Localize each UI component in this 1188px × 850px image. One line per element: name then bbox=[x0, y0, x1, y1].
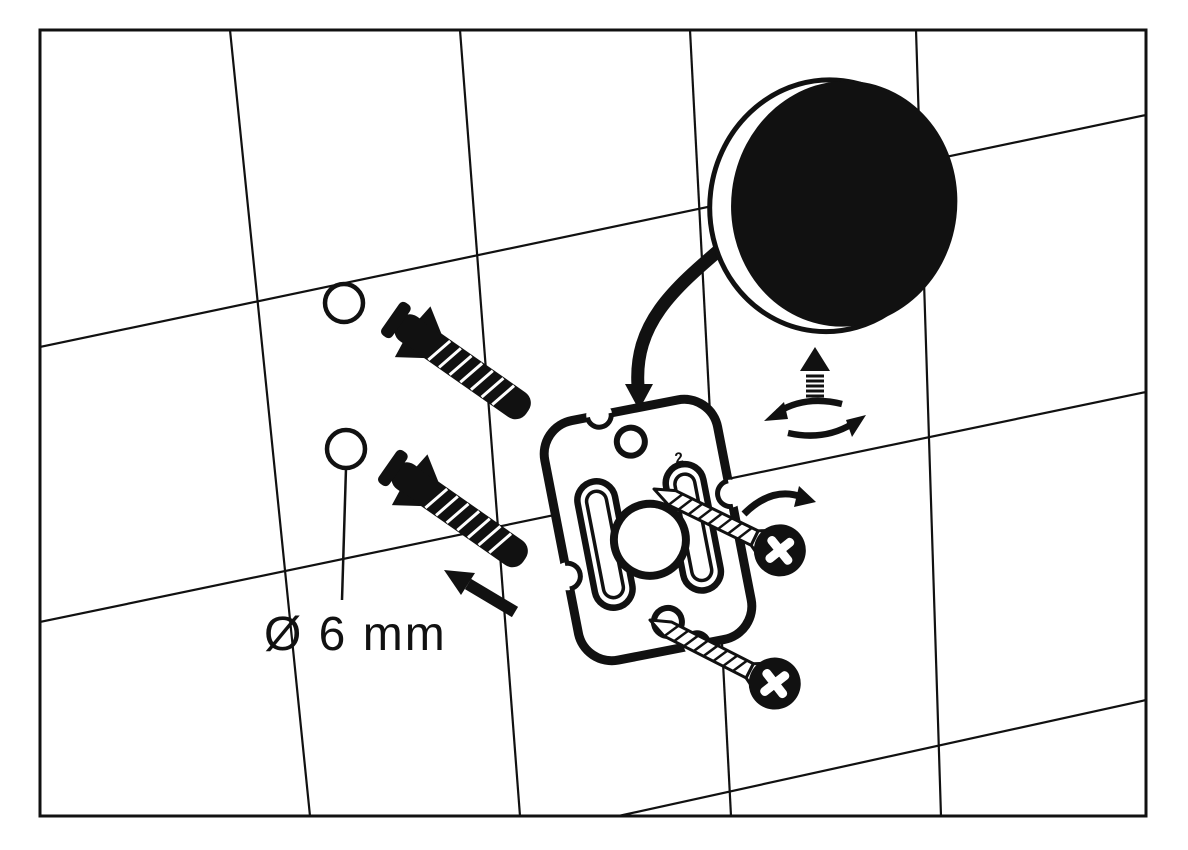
drill-hole-top bbox=[322, 281, 366, 325]
push-on-arrow bbox=[800, 347, 830, 403]
dimension-leader-line bbox=[340, 467, 348, 601]
tile-joint-vertical bbox=[228, 31, 312, 815]
hole-diameter-label: Ø 6 mm bbox=[264, 608, 447, 661]
wall-anchor-bottom bbox=[368, 437, 544, 587]
rotate-to-lock-arrows bbox=[764, 397, 866, 439]
insert-direction-arrow bbox=[444, 570, 519, 618]
drill-hole-bottom bbox=[324, 427, 368, 471]
placement-arrow bbox=[625, 241, 729, 410]
tile-joint-diagonal bbox=[617, 699, 1145, 815]
screw-rotation-arrow bbox=[741, 486, 816, 517]
cover-disc bbox=[707, 77, 958, 335]
diagram-border bbox=[38, 28, 1148, 818]
plate-marking: 2 bbox=[673, 449, 684, 467]
wall-anchor-top bbox=[371, 289, 547, 439]
plate-center-hole bbox=[609, 499, 690, 580]
tile-joint-vertical bbox=[458, 31, 522, 815]
tile-joint-diagonal bbox=[41, 114, 1145, 348]
plate-screw-hole-top bbox=[613, 424, 648, 459]
mounting-plate: 2 bbox=[539, 394, 757, 666]
